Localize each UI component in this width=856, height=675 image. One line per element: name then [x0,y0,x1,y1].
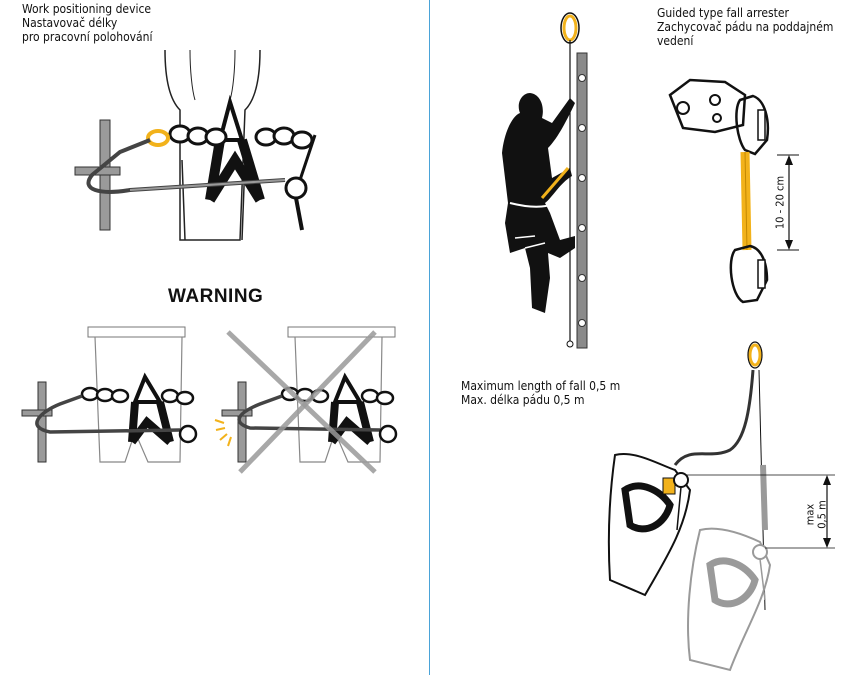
work-positioning-cz-2: pro pracovní polohování [22,30,153,44]
guided-arrester-cz-2: vedení [657,34,694,48]
guided-arrester-title: Guided type fall arrester [657,6,789,20]
work-positioning-illustration [74,49,317,241]
guided-arrester-cz-1: Zachycovač pádu na poddajném [657,20,834,34]
climber-ladder-illustration [502,12,588,349]
max-fall-title: Maximum length of fall 0,5 m [461,379,621,393]
work-positioning-title: Work positioning device [22,2,152,16]
arrester-device-illustration [668,78,799,304]
fall-distance-illustration [607,341,835,672]
warning-heading: WARNING [168,286,264,307]
column-divider [429,0,430,675]
half-meter-label: 0,5 m [815,500,829,529]
max-fall-cz: Max. délka pádu 0,5 m [461,393,585,407]
correct-attachment-illustration [21,326,198,463]
incorrect-attachment-illustration [214,326,398,474]
work-positioning-cz-1: Nastavovač délky [22,16,118,30]
connector-length-label: 10 - 20 cm [773,175,787,230]
